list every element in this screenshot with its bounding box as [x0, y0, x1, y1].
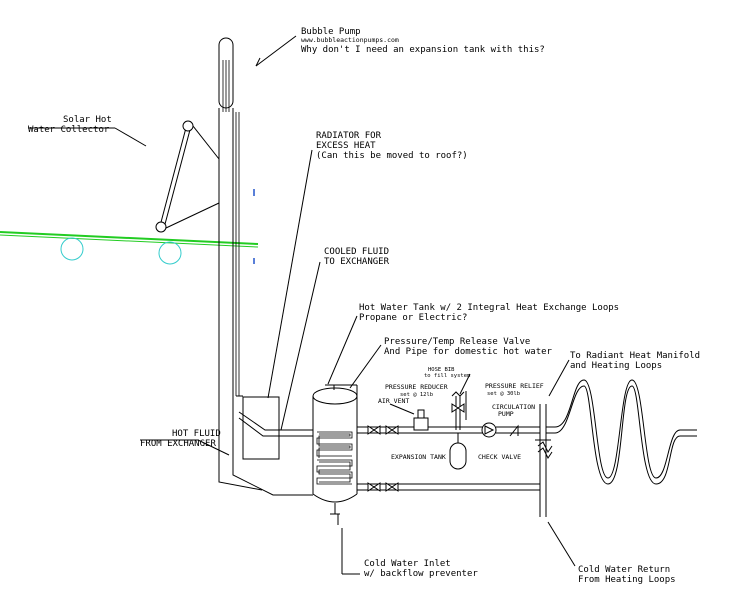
roof-wheel-left [60, 237, 84, 261]
ptrv-label-2: And Pipe for domestic hot water [384, 347, 553, 357]
circulation-pump-label-2: PUMP [498, 410, 514, 418]
collector-pipes [218, 395, 313, 496]
solar-collector [155, 120, 220, 233]
hose-bib-label-2: to fill system [424, 373, 471, 379]
tank-label-2: Propane or Electric? [359, 313, 467, 323]
hot-water-tank [312, 384, 358, 525]
circulation-pump [481, 422, 497, 438]
pressure-reducer-label-1: PRESSURE REDUCER [385, 383, 448, 391]
cold-inlet-label-2: w/ backflow preventer [364, 569, 478, 579]
radiator-label-1: RADIATOR FOR [316, 131, 382, 141]
cooled-fluid-label-1: COOLED FLUID [324, 247, 389, 257]
expansion-tank-label: EXPANSION TANK [391, 453, 446, 461]
radiator-box [242, 396, 280, 460]
check-valve-label: CHECK VALVE [478, 453, 521, 461]
ptrv-label-1: Pressure/Temp Release Valve [384, 337, 530, 347]
radiant-label-2: and Heating Loops [570, 361, 662, 371]
pressure-relief-label-1: PRESSURE RELIEF [485, 382, 544, 390]
bubble-pump [218, 37, 240, 440]
roof-line [0, 231, 259, 248]
heating-loops [554, 379, 697, 485]
hot-fluid-label-1: HOT FLUID [172, 429, 221, 439]
cold-return-label-1: Cold Water Return [578, 565, 670, 575]
pressure-relief-label-2: set @ 30lb [487, 391, 520, 397]
radiant-label-1: To Radiant Heat Manifold [570, 351, 700, 361]
air-vent-label: AIR VENT [378, 397, 409, 405]
cold-return-label-2: From Heating Loops [578, 575, 676, 585]
hose-bib [451, 391, 467, 430]
hose-bib-label-1: HOSE BIB [428, 367, 455, 373]
tank-label-1: Hot Water Tank w/ 2 Integral Heat Exchan… [359, 303, 619, 313]
bubble-pump-title: Bubble Pump [301, 27, 361, 37]
bubble-pump-url: www.bubbleactionpumps.com [301, 36, 399, 44]
collector-label-1: Solar Hot [63, 115, 112, 125]
roof-wheel-right [158, 241, 182, 265]
valve-symbols [367, 425, 399, 492]
collector-label-2: Water Collector [28, 125, 110, 135]
circulation-pump-label-1: CIRCULATION [492, 403, 535, 411]
pressure-reducer-label-2: set @ 12lb [400, 392, 433, 398]
radiator-label-3: (Can this be moved to roof?) [316, 151, 468, 161]
heat-exchanger-coils [316, 431, 353, 485]
pressure-reducer [389, 403, 429, 431]
cooled-fluid-label-2: TO EXCHANGER [324, 257, 390, 267]
radiator-label-2: EXCESS HEAT [316, 141, 376, 151]
leader-lines [28, 35, 576, 575]
bubble-pump-question: Why don't I need an expansion tank with … [301, 45, 545, 55]
expansion-tank [449, 433, 467, 470]
check-valve [509, 424, 519, 437]
radiant-manifold-pipes [535, 404, 555, 517]
hot-fluid-label-2: FROM EXCHANGER [140, 439, 216, 449]
cold-inlet-label-1: Cold Water Inlet [364, 559, 451, 569]
